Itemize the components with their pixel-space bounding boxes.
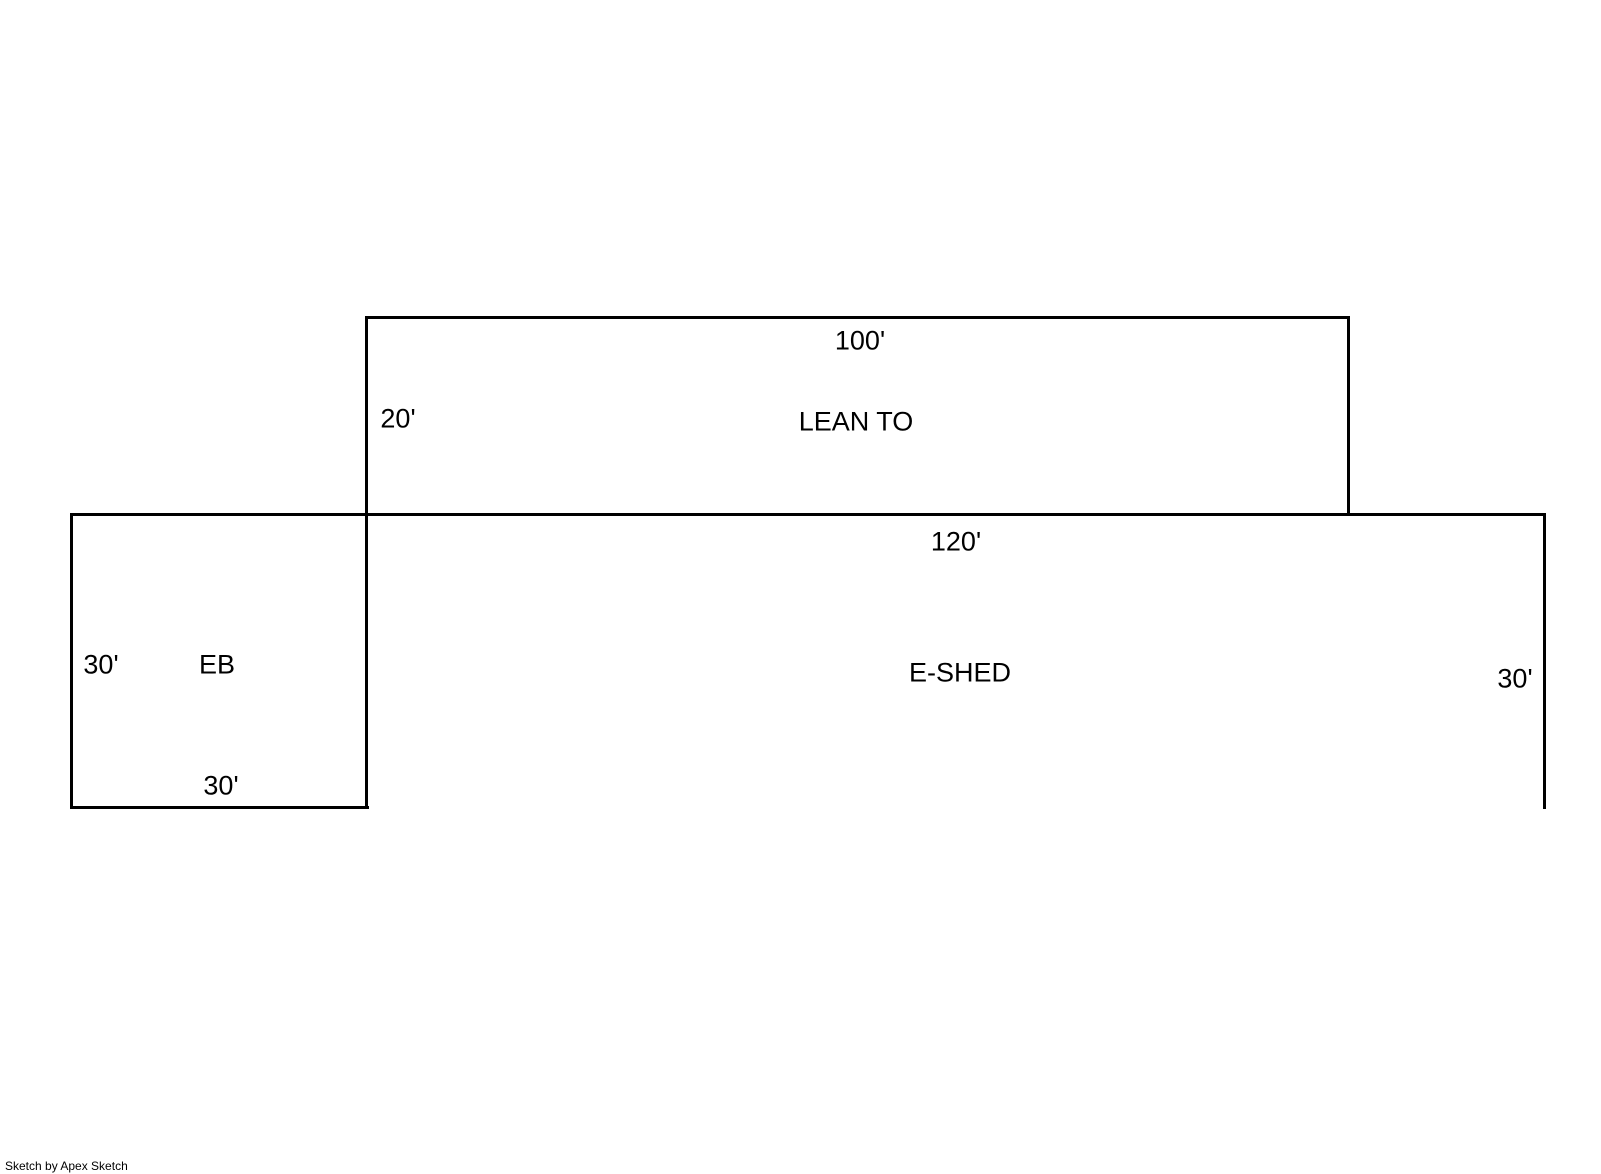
eb-left-wall <box>70 513 73 809</box>
eb-top-wall <box>70 513 369 516</box>
lean-to-left-wall <box>365 316 368 516</box>
eb-bottom-wall <box>70 806 369 809</box>
eb-right-wall <box>365 513 368 809</box>
e-shed-top-wall <box>365 513 1546 516</box>
e-shed-right-wall <box>1543 513 1546 809</box>
sketch-credit: Sketch by Apex Sketch <box>5 1159 128 1173</box>
lean-to-width-label: 100' <box>834 325 886 356</box>
lean-to-depth-label: 20' <box>380 403 416 434</box>
eb-depth-label: 30' <box>83 649 119 680</box>
eb-width-label: 30' <box>203 770 239 801</box>
lean-to-top-wall <box>366 316 1349 319</box>
e-shed-width-label: 120' <box>930 526 982 557</box>
lean-to-right-wall <box>1347 316 1350 516</box>
eb-name-label: EB <box>198 649 236 680</box>
lean-to-name-label: LEAN TO <box>798 406 914 437</box>
e-shed-depth-label: 30' <box>1497 663 1533 694</box>
e-shed-name-label: E-SHED <box>908 657 1012 688</box>
